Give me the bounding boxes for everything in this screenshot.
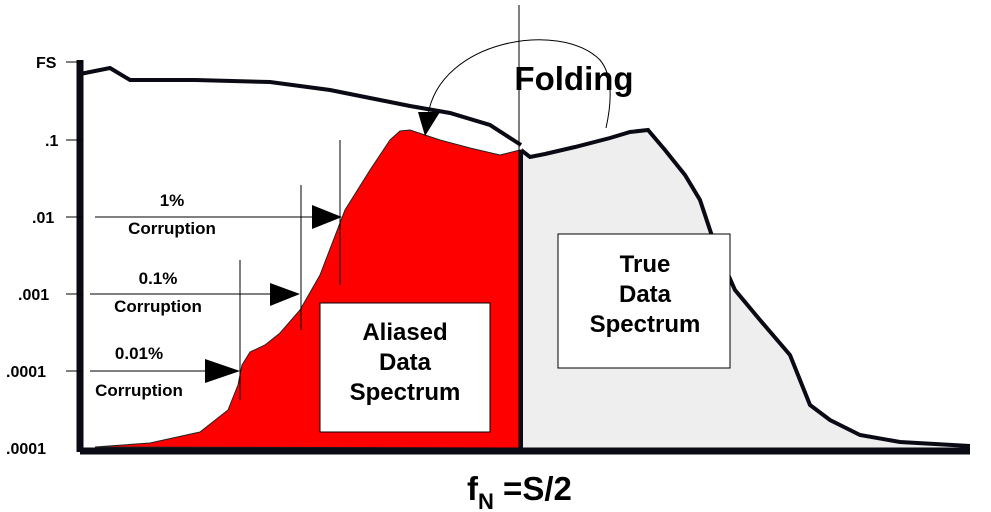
true-box-line-1: True bbox=[620, 251, 671, 278]
nyquist-subscript: N bbox=[478, 489, 494, 512]
corruption-2-percent: 0.1% bbox=[139, 269, 178, 288]
y-tick-label: .001 bbox=[18, 287, 49, 304]
nyquist-f: f bbox=[467, 470, 479, 507]
corruption-1-arrowhead bbox=[312, 205, 342, 229]
aliased-box-line-3: Spectrum bbox=[350, 379, 461, 406]
aliased-spectrum-box bbox=[319, 302, 491, 433]
corruption-1-percent: 1% bbox=[160, 191, 185, 210]
true-box-line-2: Data bbox=[619, 281, 672, 308]
corruption-2-arrowhead bbox=[270, 283, 300, 306]
folding-label: Folding bbox=[514, 60, 633, 97]
aliased-box-line-2: Data bbox=[379, 349, 432, 376]
nyquist-equation: =S/2 bbox=[494, 470, 572, 507]
true-spectrum-outline bbox=[519, 127, 971, 448]
y-tick-label: .0001 bbox=[6, 364, 46, 381]
full-scale-envelope bbox=[79, 65, 523, 147]
folding-arc bbox=[427, 39, 611, 129]
nyquist-label: fN =S/2 bbox=[467, 470, 572, 512]
y-tick-label: .01 bbox=[32, 210, 54, 227]
corruption-3-label: Corruption bbox=[95, 381, 183, 400]
corruption-1-label: Corruption bbox=[128, 219, 216, 238]
aliased-box-line-1: Aliased bbox=[362, 319, 447, 346]
y-tick-label: FS bbox=[36, 55, 57, 72]
true-box-line-3: Spectrum bbox=[590, 311, 701, 338]
true-spectrum-box bbox=[557, 233, 731, 369]
corruption-3-percent: 0.01% bbox=[115, 344, 163, 363]
corruption-3-arrowhead bbox=[205, 359, 240, 383]
folding-arrowhead bbox=[418, 112, 440, 136]
y-tick-label: .1 bbox=[45, 133, 58, 150]
corruption-2-label: Corruption bbox=[114, 297, 202, 316]
y-tick-label: .0001 bbox=[6, 441, 46, 458]
